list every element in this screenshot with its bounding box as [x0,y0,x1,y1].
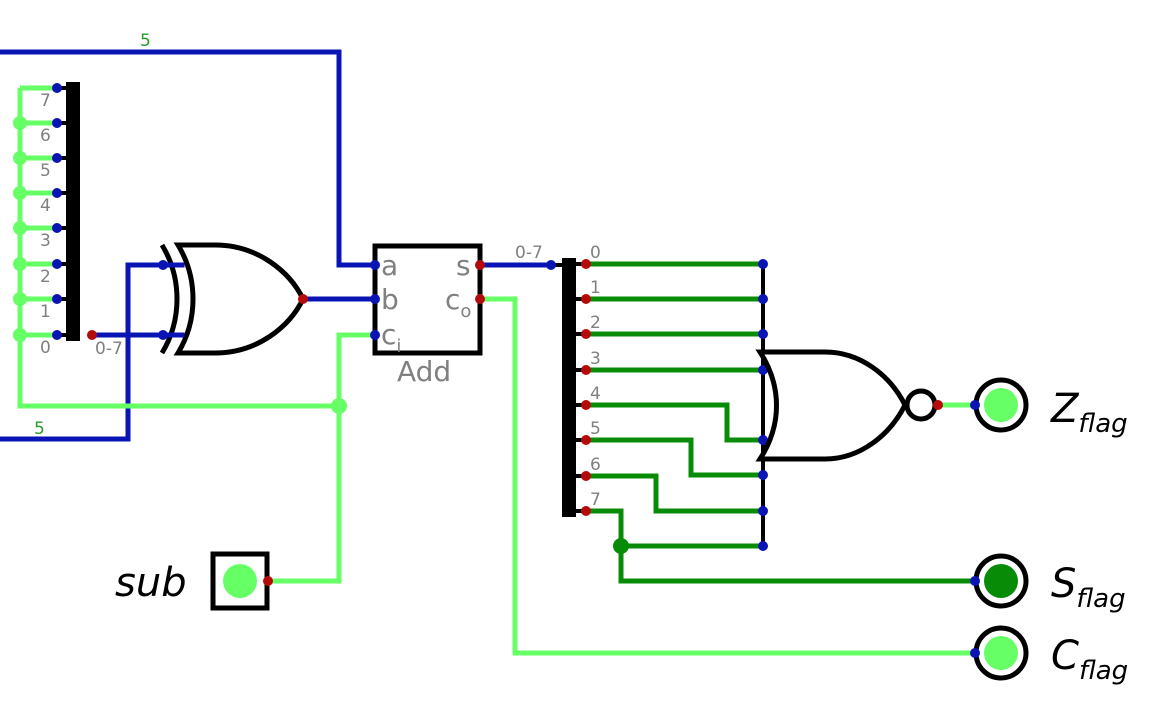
bus-width-label-bottom: 5 [34,419,45,439]
adder-pin-co-main: c [445,283,460,316]
adder-output-range: 0-7 [515,243,543,263]
splitter-right-bit: 3 [590,349,601,369]
splitter-left[interactable] [52,82,97,341]
splitter-right-bit: 5 [590,419,601,439]
bus-width-label-top: 5 [140,31,151,51]
splitter-left-range: 0-7 [95,339,123,359]
xor-gate[interactable] [158,242,308,356]
adder-block[interactable] [370,243,485,356]
sub-fanout-wires[interactable] [13,85,339,409]
bus-wire-top[interactable] [0,49,378,268]
splitter-right-bit: 7 [590,490,601,510]
sub-input-state [223,564,257,598]
c-flag-label-main: C [1051,633,1079,679]
splitter-left-bit: 4 [40,196,51,216]
s-flag-label-main: S [1051,561,1076,607]
splitter-left-bit-labels: 7 6 5 4 3 2 1 0 0-7 [40,91,123,359]
splitter-left-bit: 0 [40,338,51,358]
adder-pin-co-sub: o [460,301,471,322]
adder-pin-co: co [445,283,471,322]
adder-pin-ci: ci [381,318,401,357]
c-flag-label-sub: flag [1079,656,1128,686]
splitter-right-bit: 0 [590,243,601,263]
s-flag-output[interactable] [970,553,1029,609]
adder-title: Add [397,355,451,388]
s-flag-state [984,564,1018,598]
carry-out-wire[interactable] [480,296,975,656]
adder-pin-a: a [381,249,398,282]
splitter-left-bit: 3 [40,231,51,251]
splitter-left-bit: 2 [40,267,51,287]
c-flag-state [984,636,1018,670]
c-flag-label: Cflag [1051,633,1128,686]
c-flag-output[interactable] [970,625,1029,681]
splitter-right-bit: 2 [590,313,601,333]
sub-wire[interactable] [268,332,375,584]
junction-dot [331,398,347,414]
splitter-right-bit: 4 [590,384,601,404]
splitter-left-bit: 1 [40,302,51,322]
splitter-right[interactable] [546,258,591,517]
s-flag-label-sub: flag [1076,584,1125,614]
s-flag-label: Sflag [1051,561,1126,614]
splitter-right-bit-labels: 0 1 2 3 4 5 6 7 [590,243,601,510]
splitter-right-bit: 1 [590,278,601,298]
z-flag-label: Zflag [1050,386,1128,439]
z-flag-state [984,388,1018,422]
z-flag-output[interactable] [970,377,1029,433]
bus-wire-bottom[interactable] [0,262,166,442]
z-flag-label-main: Z [1050,386,1080,432]
adder-pin-ci-main: c [381,318,396,351]
splitter-left-bit: 6 [40,126,51,146]
splitter-left-bit: 5 [40,161,51,181]
adder-pin-b: b [381,283,399,316]
sub-label: sub [115,560,187,606]
adder-pin-ci-sub: i [396,336,401,357]
splitter-left-bit: 7 [40,91,51,111]
sub-input-pin[interactable] [210,551,273,611]
splitter-right-wires[interactable] [586,259,975,584]
adder-pin-s: s [456,249,471,282]
nor-gate[interactable] [755,349,975,462]
splitter-right-bit: 6 [590,455,601,475]
z-flag-label-sub: flag [1078,409,1127,439]
